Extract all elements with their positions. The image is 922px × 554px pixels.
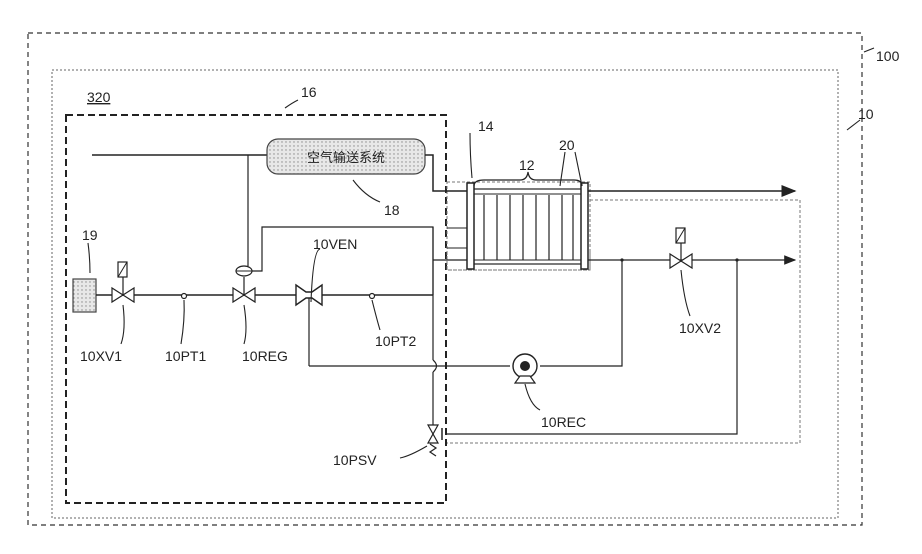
reg-valve-icon (233, 266, 255, 302)
label-14: 14 (478, 118, 494, 134)
label-10pt2: 10PT2 (375, 333, 416, 349)
purge-line (446, 260, 737, 434)
psv-valve-icon (428, 425, 442, 456)
cells-brace (474, 172, 582, 186)
label-10ven: 10VEN (313, 236, 357, 252)
label-320: 320 (87, 89, 111, 105)
rec-pump-icon (513, 354, 537, 383)
label-10: 10 (858, 106, 874, 122)
label-18: 18 (384, 202, 400, 218)
label-10pt1: 10PT1 (165, 348, 206, 364)
recirc-return-line (540, 260, 622, 366)
label-16: 16 (301, 84, 317, 100)
xv2-valve-icon (670, 228, 692, 268)
label-10rec: 10REC (541, 414, 586, 430)
pt2-sensor-icon (370, 294, 375, 299)
label-10xv1: 10XV1 (80, 348, 122, 364)
xv1-valve-icon (112, 262, 134, 302)
stack-body (473, 189, 582, 264)
label-10reg: 10REG (242, 348, 288, 364)
label-10psv: 10PSV (333, 452, 377, 468)
label-19: 19 (82, 227, 98, 243)
label-100: 100 (876, 48, 900, 64)
air-to-stack-line (425, 155, 467, 191)
label-12: 12 (519, 157, 535, 173)
end-plate-left (467, 183, 474, 269)
label-10xv2: 10XV2 (679, 320, 721, 336)
label-20: 20 (559, 137, 575, 153)
air-supply-label: 空气输送系统 (307, 150, 385, 166)
end-plate-right (581, 183, 588, 269)
tank-19 (73, 279, 96, 312)
pt1-sensor-icon (182, 294, 187, 299)
